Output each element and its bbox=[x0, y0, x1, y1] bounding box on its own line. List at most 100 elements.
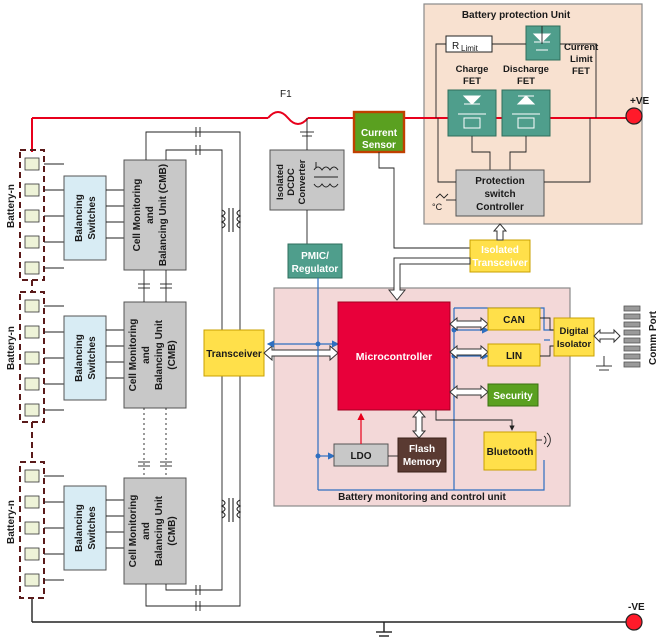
battery-label-3: Battery-n bbox=[6, 500, 17, 544]
cmb-3-line2: and bbox=[141, 522, 152, 540]
pmic-regulator[interactable]: PMIC/ Regulator bbox=[287, 243, 343, 279]
positive-terminal-label: +VE bbox=[630, 96, 650, 107]
current-sensor-wire bbox=[378, 152, 470, 249]
battery-stack-3 bbox=[19, 461, 45, 599]
balancing-label-1b: Switches bbox=[87, 196, 98, 240]
can-label: CAN bbox=[503, 315, 525, 326]
current-limit-line2: Limit bbox=[570, 54, 594, 65]
protection-switch-controller[interactable]: Protection switch Controller bbox=[455, 169, 545, 217]
balancing-switches-3[interactable]: Balancing Switches bbox=[63, 485, 107, 571]
charge-fet-line1: Charge bbox=[456, 64, 489, 75]
balancing-label-2b: Switches bbox=[87, 336, 98, 380]
lin-label: LIN bbox=[506, 351, 522, 362]
controller-wires bbox=[437, 118, 591, 201]
battery-label-1: Battery-n bbox=[6, 184, 17, 228]
cmb-block-3[interactable]: Cell Monitoring and Balancing Unit (CMB) bbox=[123, 477, 187, 585]
isolated-dcdc-converter[interactable]: Isolated DCDC Converter bbox=[269, 149, 345, 211]
balancing-switches-2[interactable]: Balancing Switches bbox=[63, 315, 107, 401]
balancing-switches-1[interactable]: Balancing Switches bbox=[63, 175, 107, 261]
charge-fet-line2: FET bbox=[463, 76, 481, 87]
isolated-transceiver-arrow-up bbox=[492, 223, 508, 241]
isolation-transformer-bottom bbox=[220, 498, 242, 522]
security-block[interactable]: Security bbox=[487, 383, 539, 407]
pmic-line1: PMIC/ bbox=[301, 251, 329, 262]
cmb-3-line3: Balancing Unit bbox=[154, 495, 165, 566]
cmb-2-line1: Cell Monitoring bbox=[128, 319, 139, 392]
cmb-1-line1: Cell Monitoring bbox=[132, 179, 143, 252]
bluetooth-antenna-icon bbox=[536, 432, 551, 448]
flash-line2: Memory bbox=[403, 457, 442, 468]
fuse-label: F1 bbox=[280, 89, 292, 100]
microcontroller[interactable]: Microcontroller bbox=[337, 301, 451, 411]
current-limit-line3: FET bbox=[572, 66, 590, 77]
balancing-label-1a: Balancing bbox=[74, 194, 85, 242]
battery-stack-1 bbox=[19, 149, 45, 281]
discharge-fet-line2: FET bbox=[517, 76, 535, 87]
ldo-label: LDO bbox=[350, 451, 371, 462]
discharge-fet-line1: Discharge bbox=[503, 64, 549, 75]
cmb-3-line1: Cell Monitoring bbox=[128, 495, 139, 568]
transceiver-block[interactable]: Transceiver bbox=[203, 329, 265, 377]
digital-isolator-line1: Digital bbox=[559, 326, 588, 337]
isolated-transceiver-mcu-arrow bbox=[387, 257, 471, 301]
comm-port-label: Comm Port bbox=[648, 310, 659, 365]
positive-terminal[interactable] bbox=[625, 107, 643, 125]
isolator-ground bbox=[596, 356, 612, 371]
daisy-chain-wires bbox=[138, 127, 241, 611]
mcu-bluetooth-wire bbox=[435, 410, 515, 431]
negative-terminal[interactable] bbox=[625, 613, 643, 631]
temperature-sensor-icon bbox=[435, 193, 449, 199]
digital-isolator[interactable]: Digital Isolator bbox=[553, 317, 595, 357]
flash-memory[interactable]: Flash Memory bbox=[397, 437, 447, 473]
dcdc-ground bbox=[300, 118, 314, 150]
isolation-transformer-top bbox=[220, 208, 242, 232]
isolated-transceiver-line2: Transceiver bbox=[472, 258, 528, 269]
battery-label-2: Battery-n bbox=[6, 326, 17, 370]
bluetooth-label: Bluetooth bbox=[487, 447, 534, 458]
current-limit-fet bbox=[525, 25, 561, 61]
flash-line1: Flash bbox=[409, 444, 435, 455]
balancing-label-2a: Balancing bbox=[74, 334, 85, 382]
comm-port[interactable] bbox=[623, 305, 641, 368]
mcu-peripheral-arrows bbox=[411, 316, 489, 439]
cmb-block-1[interactable]: Cell Monitoring and Balancing Unit (CMB) bbox=[123, 159, 187, 271]
current-limit-line1: Current bbox=[564, 42, 599, 53]
dcdc-line1: Isolated bbox=[275, 164, 286, 200]
r-limit-wires bbox=[435, 43, 597, 118]
balancing-label-3b: Switches bbox=[87, 506, 98, 550]
control-unit-title: Battery monitoring and control unit bbox=[338, 492, 506, 503]
microcontroller-label: Microcontroller bbox=[356, 351, 432, 363]
current-sensor-line1: Current bbox=[361, 128, 398, 139]
battery-stack-2 bbox=[19, 291, 45, 423]
lin-transceiver[interactable]: LIN bbox=[487, 343, 541, 367]
protection-unit-title: Battery protection Unit bbox=[462, 10, 571, 21]
fet-gate-wires bbox=[471, 26, 543, 170]
cmb-block-2[interactable]: Cell Monitoring and Balancing Unit (CMB) bbox=[123, 301, 187, 409]
pmic-line2: Regulator bbox=[292, 264, 339, 275]
r-limit: R Limit bbox=[445, 35, 493, 53]
cmb-2-line2: and bbox=[141, 346, 152, 364]
bluetooth-block[interactable]: Bluetooth bbox=[483, 431, 537, 471]
balancing-label-3a: Balancing bbox=[74, 504, 85, 552]
digital-isolator-line2: Isolator bbox=[557, 339, 592, 350]
discharge-fet bbox=[501, 89, 551, 137]
cmb-3-line4: (CMB) bbox=[167, 516, 178, 545]
controller-line1: Protection bbox=[475, 176, 524, 187]
current-sensor[interactable]: Current Sensor bbox=[352, 110, 406, 154]
controller-line2: switch bbox=[484, 189, 515, 200]
transceiver-label: Transceiver bbox=[206, 349, 262, 360]
cmb-2-line3: Balancing Unit bbox=[154, 319, 165, 390]
negative-terminal-label: -VE bbox=[628, 602, 645, 613]
cmb-1-line2: and bbox=[145, 206, 156, 224]
isolated-transceiver[interactable]: Isolated Transceiver bbox=[469, 239, 531, 273]
r-limit-main: R bbox=[452, 41, 459, 52]
can-lin-wires bbox=[540, 317, 556, 357]
cmb-2-line4: (CMB) bbox=[167, 340, 178, 369]
charge-fet bbox=[447, 89, 497, 137]
ldo-block[interactable]: LDO bbox=[333, 443, 389, 467]
can-transceiver[interactable]: CAN bbox=[487, 307, 541, 331]
r-limit-sub: Limit bbox=[461, 44, 479, 53]
controller-line3: Controller bbox=[476, 202, 524, 213]
dcdc-line2: DCDC bbox=[286, 168, 297, 196]
